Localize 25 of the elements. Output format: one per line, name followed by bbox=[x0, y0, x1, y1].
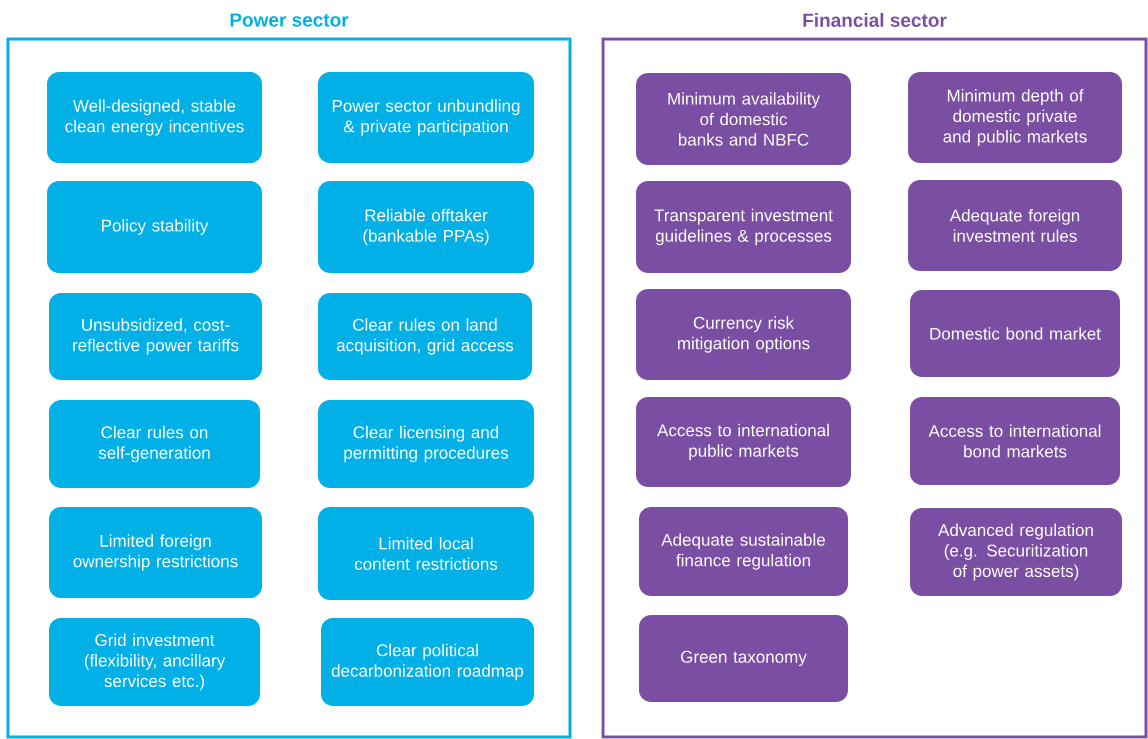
rounded-box: Transparent investment guidelines & processes bbox=[636, 181, 851, 273]
rounded-box: Policy stability bbox=[47, 181, 262, 273]
panel-heading: Financial sector bbox=[803, 13, 947, 27]
rounded-box: Minimum availability of domestic banks and NBFC bbox=[636, 73, 851, 165]
rounded-box: Green taxonomy bbox=[639, 615, 848, 702]
rounded-box: Adequate foreign investment rules bbox=[908, 180, 1122, 271]
rounded-box: Currency risk mitigation options bbox=[636, 289, 851, 380]
rounded-box: Unsubsidized, cost-reflective power tariffs bbox=[49, 293, 262, 380]
rounded-box: Grid investment (flexibility, ancillary services etc.) bbox=[49, 618, 260, 706]
rounded-box: Well-designed, stable clean energy incentives bbox=[47, 72, 262, 163]
panel-heading: Power sector bbox=[230, 13, 349, 27]
rounded-box: Clear rules on self-generation bbox=[49, 400, 260, 488]
rounded-box: Access to international public markets bbox=[636, 397, 851, 487]
rounded-box: Domestic bond market bbox=[910, 290, 1120, 377]
rounded-box: Limited local content restrictions bbox=[318, 507, 534, 600]
rounded-box: Limited foreign ownership restrictions bbox=[49, 507, 262, 598]
rounded-box: Clear political decarbonization roadmap bbox=[321, 618, 534, 706]
rounded-box: Clear rules on land acquisition, grid access bbox=[318, 293, 532, 380]
rounded-box: Adequate sustainable finance regulation bbox=[639, 507, 848, 596]
rounded-box: Minimum depth of domestic private and public markets bbox=[908, 72, 1122, 163]
rounded-box: Reliable offtaker (bankable PPAs) bbox=[318, 181, 534, 273]
rounded-box: Advanced regulation (e.g. Securitization of power assets) bbox=[910, 508, 1122, 596]
rounded-box: Power sector unbundling & private participation bbox=[318, 72, 534, 163]
rounded-box: Access to international bond markets bbox=[910, 397, 1120, 485]
rounded-box: Clear licensing and permitting procedures bbox=[318, 400, 534, 488]
